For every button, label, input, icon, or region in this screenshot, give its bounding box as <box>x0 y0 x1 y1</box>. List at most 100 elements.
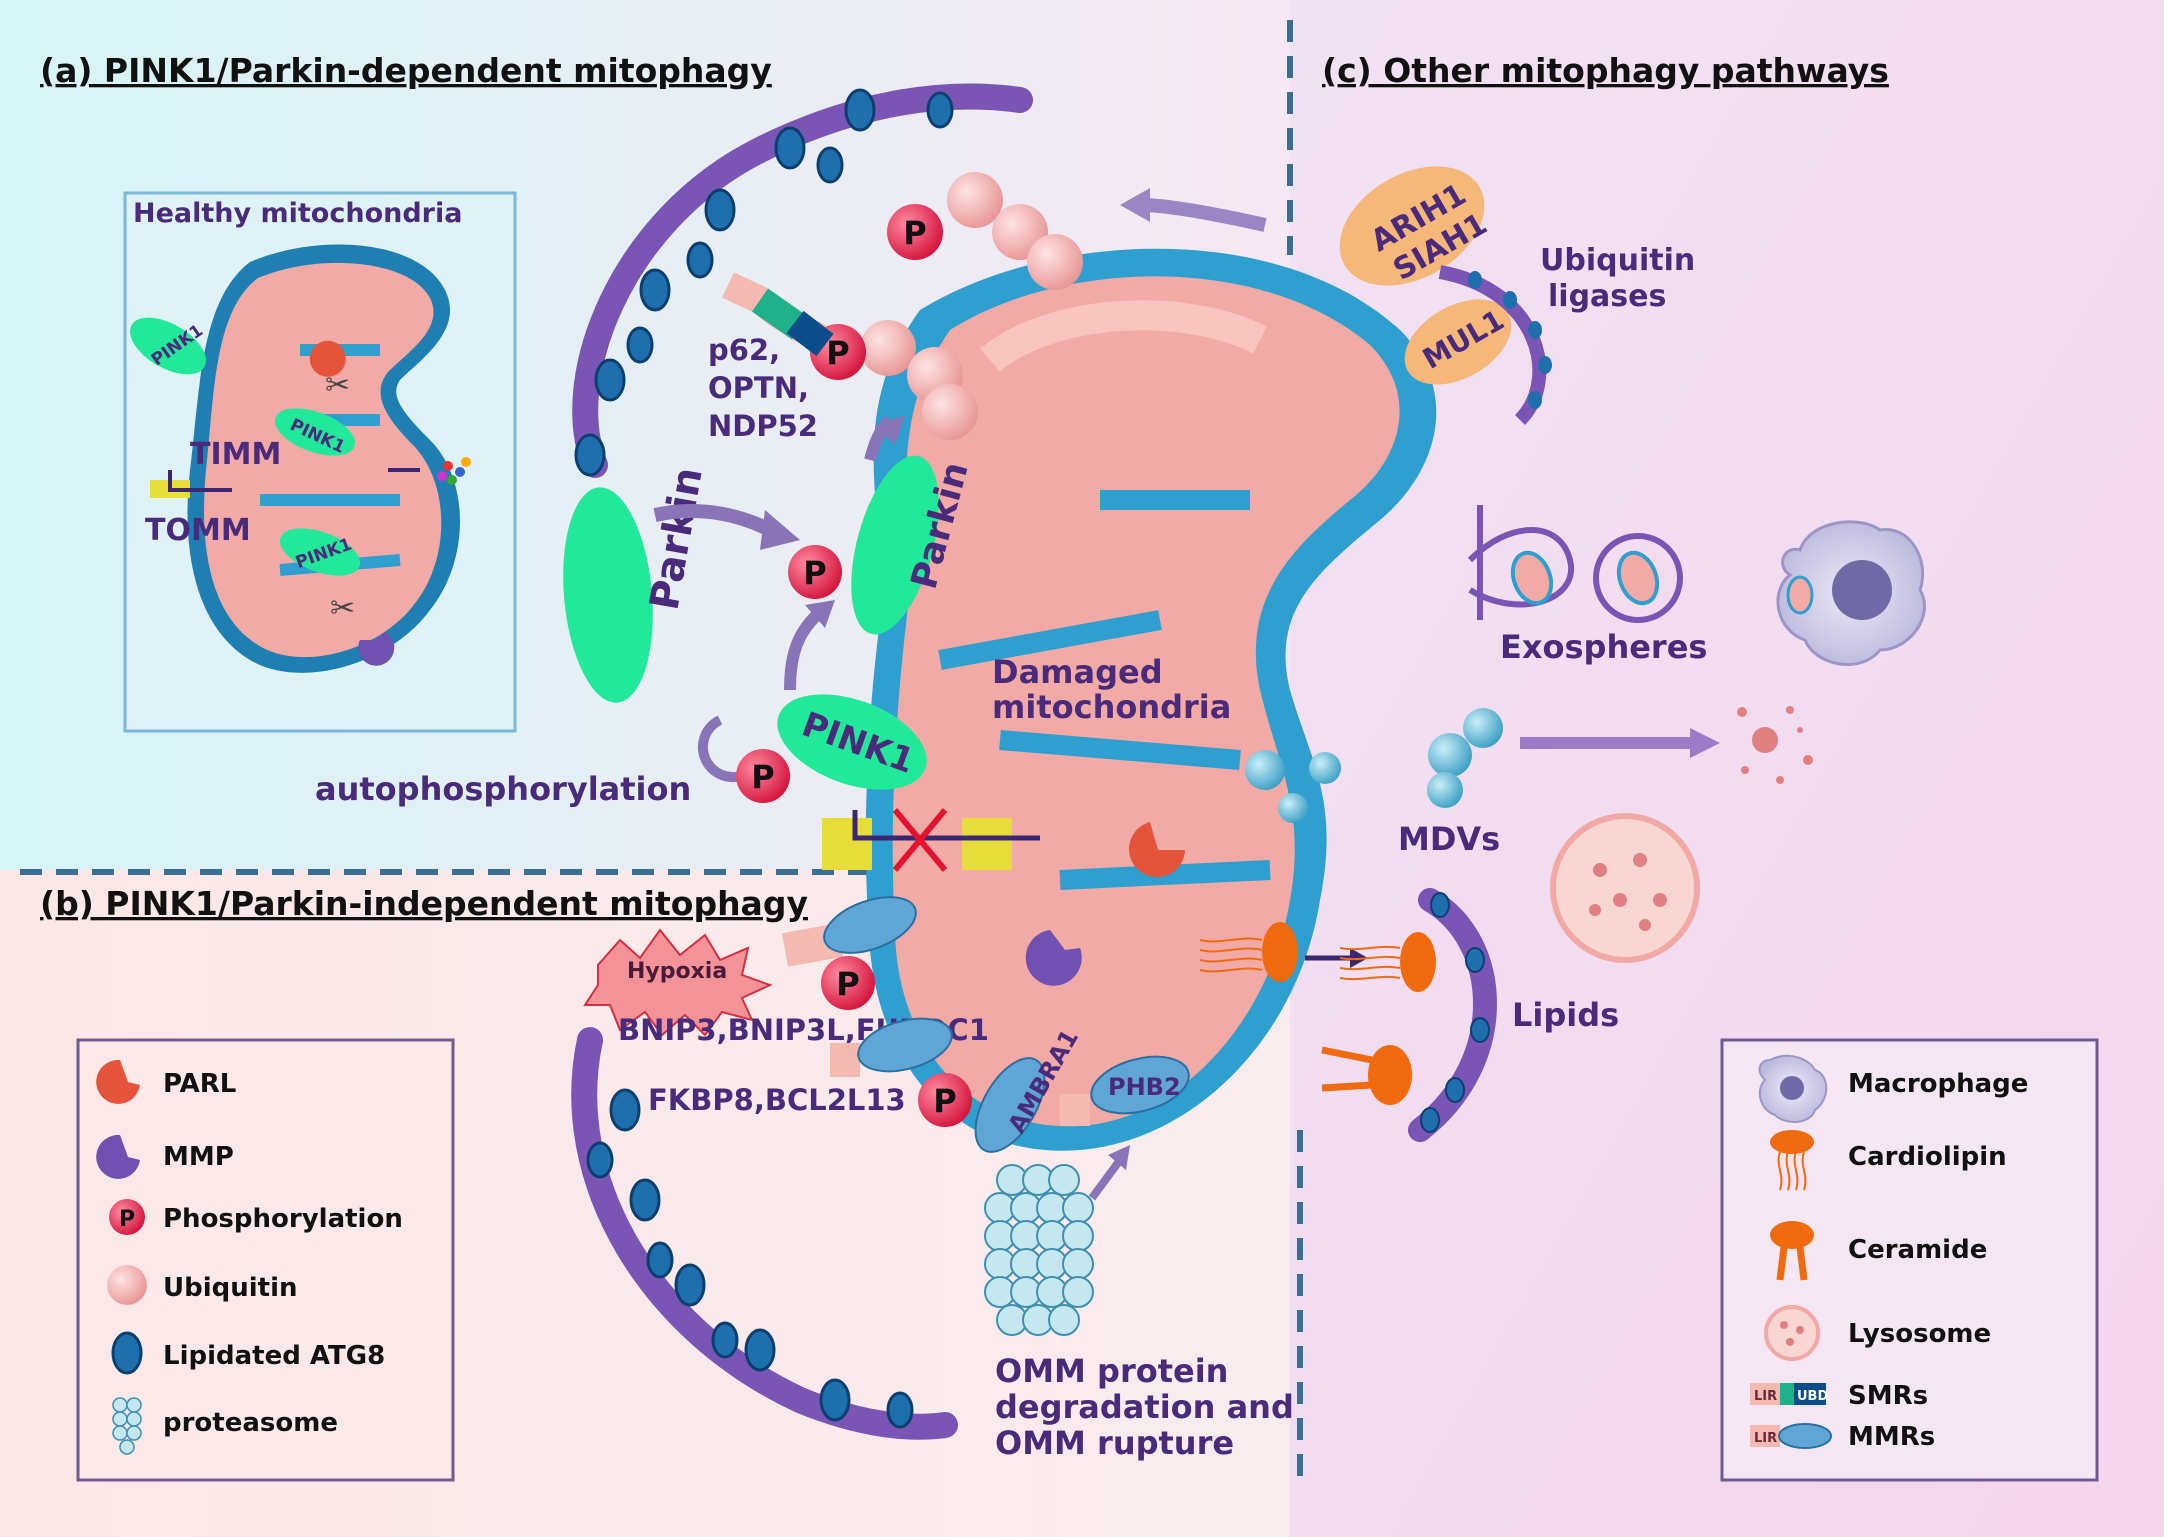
phospho-ubiquitin-top-label: P <box>903 214 926 252</box>
legend-cardiolipin-icon <box>1770 1130 1814 1191</box>
mdvs-cluster <box>1427 708 1503 808</box>
fkbp-label: FKBP8,BCL2L13 <box>648 1083 906 1117</box>
scissors-icon: ✂ <box>325 368 350 403</box>
legend-atg8-icon <box>111 1331 143 1375</box>
phb2-receptor <box>1090 1055 1190 1115</box>
arih1-siah1-ligase <box>1339 166 1485 286</box>
import-arrow <box>168 470 232 492</box>
ceramide-on-phagophore <box>1321 1045 1412 1105</box>
phospho-parkin <box>788 545 842 599</box>
phospho-ubiquitin-mid-label: P <box>826 334 849 372</box>
omm-line2: degradation and <box>995 1388 1294 1426</box>
legend-right-label-5: MMRs <box>1848 1422 1935 1452</box>
legend-label-5: proteasome <box>163 1408 338 1438</box>
legend-label-1: MMP <box>163 1142 234 1172</box>
proteasome <box>984 1164 1094 1336</box>
legend-left: PARL MMP P Phosphorylation Ubiquitin Lip… <box>76 1038 455 1482</box>
mul1-ligase <box>1404 299 1512 385</box>
atg8-top <box>574 88 954 477</box>
legend-phosphorylation-icon <box>109 1199 145 1235</box>
legend-right-label-2: Ceramide <box>1848 1235 1987 1265</box>
omm-line3: OMM rupture <box>995 1424 1234 1462</box>
section-a-title: (a) PINK1/Parkin-dependent mitophagy <box>40 51 772 90</box>
lysosome-contents <box>1589 853 1667 931</box>
legend-lysosome-icon <box>1764 1305 1820 1361</box>
cardiolipin-on-mito <box>1199 922 1298 982</box>
blocked-x-icon <box>892 808 948 872</box>
healthy-mmp-icon <box>358 632 395 666</box>
mmr-receptor-2 <box>857 1017 953 1073</box>
mmr-receptor-1 <box>823 896 917 954</box>
healthy-pink1-timm <box>274 408 356 456</box>
macrophage-nucleus <box>1832 560 1892 620</box>
lysosome <box>1550 813 1700 963</box>
legend-smr-ubd: UBD <box>1797 1389 1828 1404</box>
damaged-parl-icon <box>1129 822 1185 878</box>
receptors-line3: NDP52 <box>708 409 818 443</box>
degraded-debris-icon <box>1737 706 1813 784</box>
legend-label-0: PARL <box>163 1069 236 1099</box>
hypoxia-label: Hypoxia <box>627 959 727 984</box>
exospheres-label: Exospheres <box>1500 628 1707 666</box>
phb2-label: PHB2 <box>1108 1073 1181 1101</box>
phospho-fkbp <box>918 1073 972 1127</box>
legend-phospho-letter: P <box>119 1207 135 1232</box>
blocked-import <box>822 808 1040 872</box>
phospho-bnip-label: P <box>836 965 859 1003</box>
healthy-title: Healthy mitochondria <box>133 198 462 229</box>
legend-ubiquitin-icon <box>107 1265 147 1305</box>
exosphere-mito-2 <box>1616 550 1660 606</box>
legend-label-4: Lipidated ATG8 <box>163 1341 385 1371</box>
legend-right-label-3: Lysosome <box>1848 1319 1991 1349</box>
legend-mmr-icon <box>1750 1423 1832 1449</box>
parkin-bound <box>851 455 939 635</box>
legend-proteasome-icon <box>112 1397 142 1455</box>
ubiquitin-ligases-line2: ligases <box>1548 279 1666 314</box>
exosphere-budding <box>1467 505 1575 620</box>
legend-right: Macrophage Cardiolipin Ceramide Lysosome… <box>1720 1038 2099 1482</box>
phospho-bnip <box>821 956 875 1010</box>
ubiquitin-chain-top <box>887 172 1083 290</box>
macrophage-mito <box>1786 575 1814 615</box>
damaged-mmp-icon <box>1025 930 1082 986</box>
atg8-bottom <box>586 1088 914 1429</box>
omm-line1: OMM protein <box>995 1352 1228 1390</box>
legend-mmr-lir: LIR <box>1754 1431 1777 1446</box>
phospho-auto <box>736 749 790 803</box>
healthy-mitochondria-panel: Healthy mitochondria PINK1 PINK1 PINK1 T… <box>123 191 517 733</box>
exosphere-vesicle <box>1593 533 1683 623</box>
section-c-title: (c) Other mitophagy pathways <box>1322 51 1889 90</box>
scissors-icon: ✂ <box>330 591 355 626</box>
legend-right-label-1: Cardiolipin <box>1848 1142 2007 1172</box>
legend-smr-icon <box>1750 1383 1826 1405</box>
receptors-line2: OPTN, <box>708 371 809 405</box>
phospho-parkin-label: P <box>803 554 826 592</box>
autophosphorylation-label: autophosphorylation <box>315 770 691 808</box>
ambra1-receptor <box>974 1057 1046 1153</box>
damaged-label-line1: Damaged <box>992 653 1163 691</box>
hypoxia-burst <box>583 928 773 1037</box>
phospho-fkbp-label: P <box>933 1082 956 1120</box>
section-b-title: (b) PINK1/Parkin-independent mitophagy <box>40 884 808 923</box>
smr-receptor-green <box>751 288 809 340</box>
legend-right-label-0: Macrophage <box>1848 1069 2028 1099</box>
exosphere-mito-1 <box>1510 550 1554 606</box>
phospho-auto-label: P <box>751 758 774 796</box>
healthy-timm-label: TIMM <box>190 437 281 472</box>
healthy-tomm-label: TOMM <box>145 513 251 548</box>
legend-mmp-icon <box>96 1134 140 1179</box>
receptors-line1: p62, <box>708 333 780 367</box>
legend-smr-lir: LIR <box>1754 1389 1777 1404</box>
healthy-parl-icon <box>309 340 346 377</box>
arrow-pink1-to-parkin <box>784 607 825 691</box>
legend-parl-icon <box>96 1059 140 1104</box>
parkin-free <box>563 487 653 703</box>
legend-ceramide-icon <box>1770 1221 1814 1281</box>
arrow-parkin-recruit <box>653 503 774 537</box>
arrow-top-left <box>1139 198 1267 232</box>
damaged-matrix <box>892 276 1400 1127</box>
pink1-damaged <box>777 694 927 790</box>
healthy-pink1-outside <box>130 317 206 375</box>
